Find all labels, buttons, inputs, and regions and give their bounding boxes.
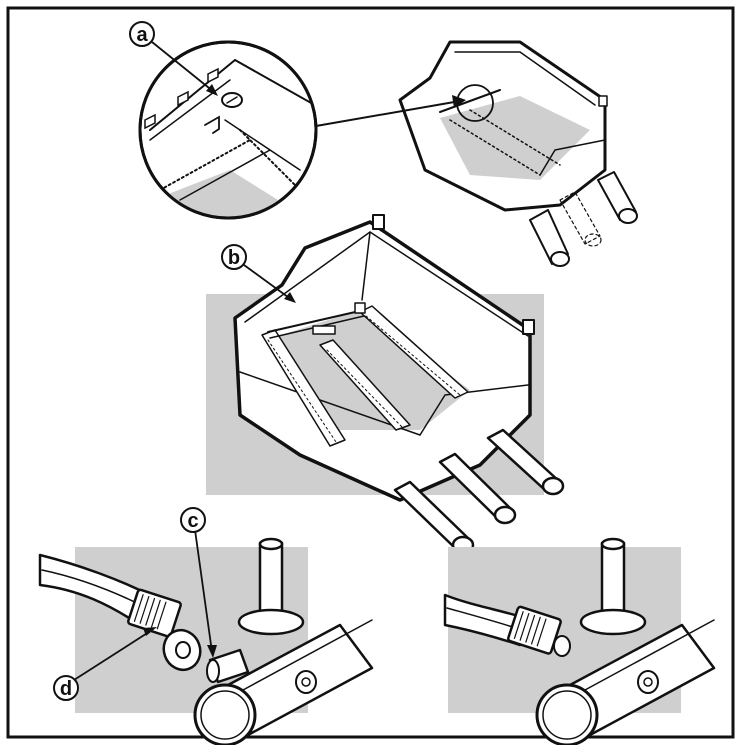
callout-a: a bbox=[129, 21, 218, 96]
callout-d: d bbox=[53, 627, 157, 701]
bottom-left-detail bbox=[38, 537, 374, 745]
callout-b: b bbox=[221, 244, 296, 303]
main-burner-tray bbox=[206, 214, 565, 555]
top-burner-tray bbox=[398, 40, 638, 267]
callout-b-label: b bbox=[228, 247, 240, 269]
callout-c-label: c bbox=[187, 510, 198, 532]
diagram-frame bbox=[6, 6, 735, 739]
callout-c: c bbox=[180, 507, 217, 658]
magnified-detail bbox=[138, 40, 318, 220]
bottom-right-detail bbox=[443, 537, 716, 745]
detail-pointer-arrow bbox=[315, 95, 466, 127]
callout-a-label: a bbox=[136, 24, 148, 46]
callout-d-label: d bbox=[60, 678, 72, 700]
